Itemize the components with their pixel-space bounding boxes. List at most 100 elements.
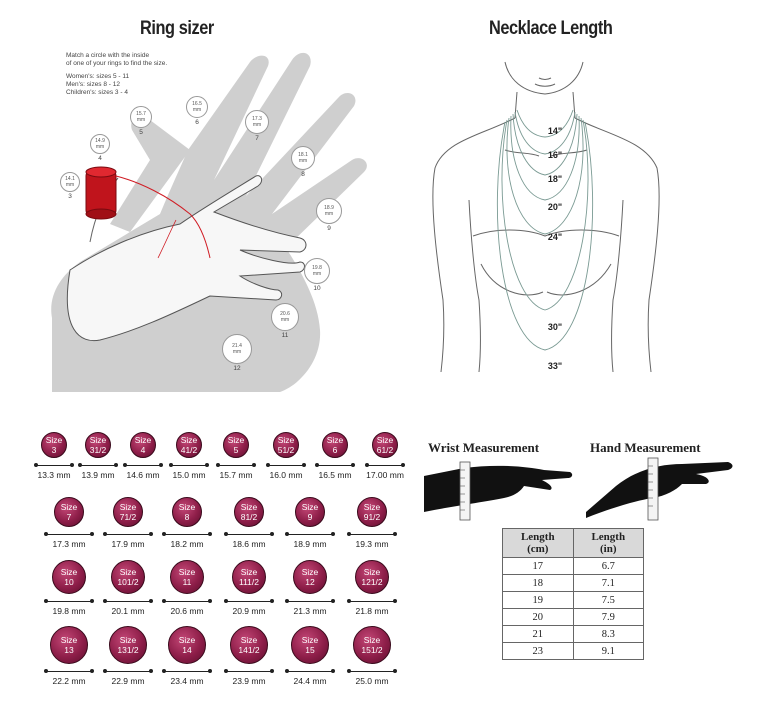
ring-circle-unit: mm bbox=[95, 144, 105, 150]
ring-circle-size-label: 12 bbox=[233, 365, 241, 372]
cell-cm: 17 bbox=[502, 557, 574, 575]
bead-size-number: 91/2 bbox=[363, 512, 381, 522]
bead-size-word: Size bbox=[301, 635, 319, 645]
ring-circle-mm: 15.7 bbox=[136, 111, 146, 117]
bead-size-number: 3 bbox=[51, 445, 57, 455]
cell-cm: 18 bbox=[502, 574, 574, 592]
bead-size-word: Size bbox=[60, 635, 78, 645]
ring-circle-size-label: 9 bbox=[327, 225, 331, 232]
bead-size-mm: 15.0 mm bbox=[172, 470, 206, 480]
cell-in: 7.1 bbox=[572, 574, 644, 592]
size-ruler bbox=[44, 669, 94, 674]
bead-size-mm: 21.3 mm bbox=[293, 606, 327, 616]
bead-size-word: Size bbox=[60, 567, 78, 577]
ring-circle-size-label: 5 bbox=[139, 129, 143, 136]
bead-size-number: 8 bbox=[184, 512, 190, 522]
ring-circle-mm: 14.9 bbox=[95, 138, 105, 144]
cell-cm: 21 bbox=[502, 625, 574, 643]
bead-size-number: 101/2 bbox=[117, 577, 139, 587]
ring-circle-unit: mm bbox=[324, 211, 334, 217]
bead-size-mm: 19.3 mm bbox=[355, 539, 389, 549]
ring-circle-unit: mm bbox=[252, 122, 262, 128]
wrist-illustration bbox=[424, 461, 573, 521]
bead-size-word: Size bbox=[119, 502, 137, 512]
ring-size-group-children: Children's: sizes 3 - 4 bbox=[66, 89, 128, 96]
hand-measurement-illustration bbox=[586, 457, 733, 521]
size-ruler bbox=[162, 669, 212, 674]
ring-sizer-panel: Ring sizer Match a circle with the insid… bbox=[0, 0, 400, 400]
size-ruler bbox=[285, 599, 335, 604]
necklace-length-label: 20" bbox=[547, 202, 563, 212]
header-length-cm: Length(cm) bbox=[502, 528, 574, 558]
bead-size-word: Size bbox=[134, 435, 152, 445]
bead-size-mm: 20.9 mm bbox=[232, 606, 266, 616]
necklace-title: Necklace Length bbox=[489, 18, 613, 39]
bead-size-number: 141/2 bbox=[238, 645, 260, 655]
bead-size-mm: 13.9 mm bbox=[81, 470, 115, 480]
bead-size-mm: 14.6 mm bbox=[126, 470, 160, 480]
bead-size-number: 13 bbox=[64, 645, 74, 655]
bead-size-number: 9 bbox=[307, 512, 313, 522]
cell-cm: 19 bbox=[502, 591, 574, 609]
bead-size-word: Size bbox=[45, 435, 63, 445]
bead-size-mm: 18.2 mm bbox=[170, 539, 204, 549]
ring-circle-size-label: 6 bbox=[195, 119, 199, 126]
size-ruler bbox=[347, 532, 397, 537]
bead-size-word: Size bbox=[301, 567, 319, 577]
bead-size-number: 121/2 bbox=[361, 577, 383, 587]
bead-size-number: 131/2 bbox=[117, 645, 139, 655]
bead-size-word: Size bbox=[119, 635, 137, 645]
bead-size-number: 81/2 bbox=[240, 512, 258, 522]
necklace-length-label: 16" bbox=[547, 150, 563, 160]
bead-size-mm: 17.00 mm bbox=[366, 470, 404, 480]
wrist-measurement-title: Wrist Measurement bbox=[428, 440, 540, 455]
bead-size-mm: 25.0 mm bbox=[355, 676, 389, 686]
size-ruler bbox=[285, 532, 335, 537]
size-ruler bbox=[34, 463, 74, 468]
bead-size-mm: 18.6 mm bbox=[232, 539, 266, 549]
size-ruler bbox=[103, 599, 153, 604]
ring-circle-unit: mm bbox=[65, 182, 75, 188]
bead-size-word: Size bbox=[240, 635, 258, 645]
bead-size-word: Size bbox=[227, 435, 245, 445]
ring-circle-mm: 18.9 bbox=[324, 205, 334, 211]
size-ruler bbox=[365, 463, 405, 468]
necklace-length-label: 33" bbox=[547, 361, 563, 371]
ring-circle-unit: mm bbox=[232, 349, 242, 355]
size-ruler bbox=[103, 669, 153, 674]
bead-size-mm: 17.9 mm bbox=[111, 539, 145, 549]
ring-circle-mm: 17.3 bbox=[252, 116, 262, 122]
hand-illustration bbox=[51, 52, 367, 392]
size-ruler bbox=[266, 463, 306, 468]
cell-in: 6.7 bbox=[572, 557, 644, 575]
size-ruler bbox=[44, 599, 94, 604]
bead-size-mm: 20.1 mm bbox=[111, 606, 145, 616]
bead-size-word: Size bbox=[119, 567, 137, 577]
bead-size-mm: 23.9 mm bbox=[232, 676, 266, 686]
ring-size-group-women: Women's: sizes 5 - 11 bbox=[66, 73, 130, 80]
bead-size-number: 12 bbox=[305, 577, 315, 587]
ring-circle-mm: 19.8 bbox=[312, 265, 322, 271]
